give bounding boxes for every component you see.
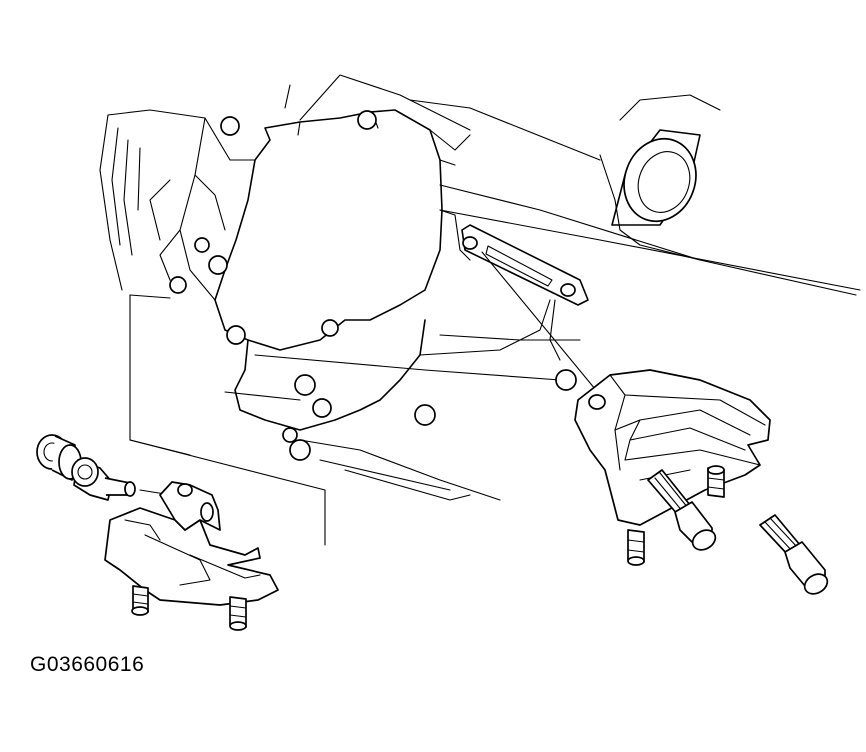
rear-mount-assembly [574,369,771,566]
reference-panel [129,294,326,546]
nut-icon [71,457,136,501]
figure-code: G03660616 [30,653,145,676]
seal-ring-icon [611,129,701,226]
bolt-icon [229,596,247,631]
bolt-icon [627,529,645,566]
front-mount-bracket [36,434,279,631]
washer-icon [36,434,82,481]
bolt-icon [759,514,829,595]
engine-block-drawing [99,74,861,501]
bolt-icon [707,465,725,498]
bolt-icon [647,469,717,551]
bolt-icon [131,585,149,616]
alignment-line [481,251,601,396]
